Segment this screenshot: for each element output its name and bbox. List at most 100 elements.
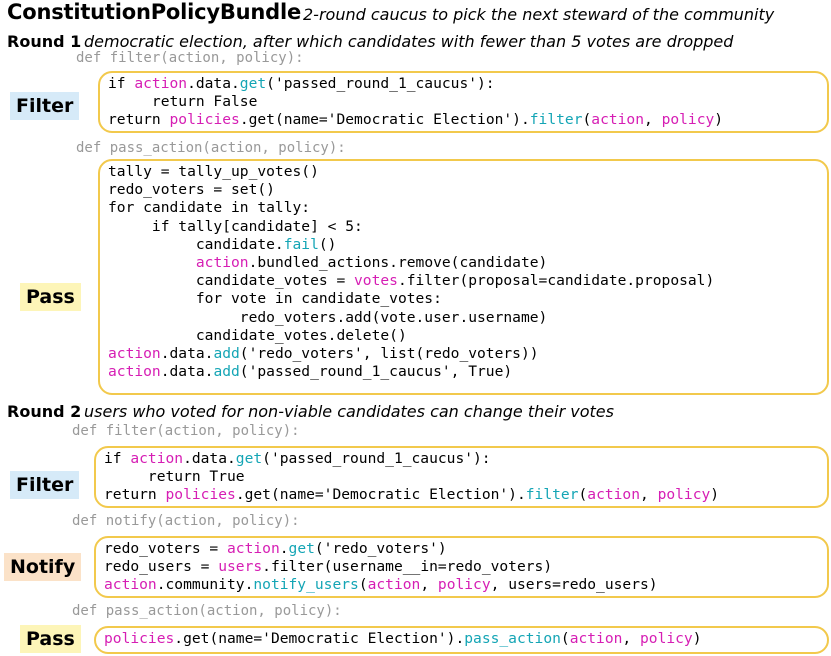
code-token: .get(name='Democratic Election'). xyxy=(235,486,526,504)
code-line: if action.data.get('passed_round_1_caucu… xyxy=(104,450,827,468)
code-token: fail xyxy=(283,235,319,253)
round-2-notify-code: redo_voters = action.get('redo_voters')r… xyxy=(94,536,829,598)
code-token: ('passed_round_1_caucus', True) xyxy=(239,363,513,381)
code-line: return True xyxy=(104,468,827,486)
round-2-notify-tag: Notify xyxy=(4,553,82,581)
code-token: .bundled_actions.remove(candidate) xyxy=(248,253,548,271)
code-token: ) xyxy=(714,111,724,129)
code-token: policies xyxy=(169,111,240,129)
code-token: , xyxy=(644,111,662,129)
code-token: action xyxy=(134,75,188,92)
code-line: return False xyxy=(108,93,827,111)
code-token xyxy=(108,254,196,271)
code-token: add xyxy=(213,363,240,381)
code-token: action xyxy=(587,486,640,504)
code-token: tally = tally_up_votes() xyxy=(108,163,319,180)
code-line: return policies.get(name='Democratic Ele… xyxy=(108,111,827,129)
code-token: policy xyxy=(657,486,711,504)
round-2-notify-def: def notify(action, policy): xyxy=(72,513,300,529)
code-token: ( xyxy=(582,111,592,129)
code-token: policy xyxy=(661,111,715,129)
code-token: action xyxy=(367,576,421,594)
code-line: if action.data.get('passed_round_1_caucu… xyxy=(108,75,827,93)
round-1-pass-code: tally = tally_up_votes()redo_voters = se… xyxy=(98,159,829,395)
code-line: candidate.fail() xyxy=(108,236,827,254)
round-2-filter-def: def filter(action, policy): xyxy=(72,423,300,439)
code-token: .filter(username__in=redo_voters) xyxy=(262,558,553,576)
round-1-filter-tag: Filter xyxy=(10,92,80,120)
code-line: for candidate in tally: xyxy=(108,199,827,217)
round-2-pass-code: policies.get(name='Democratic Election')… xyxy=(94,626,829,654)
code-token: action xyxy=(569,630,623,647)
round-1-pass-tag: Pass xyxy=(20,283,81,311)
code-token: candidate_votes = xyxy=(108,272,355,290)
code-token: redo_users = xyxy=(104,558,219,576)
code-token: notify_users xyxy=(253,576,359,594)
code-token: ( xyxy=(578,486,588,504)
code-token: , xyxy=(640,486,658,504)
code-line: tally = tally_up_votes() xyxy=(108,163,827,181)
code-token: redo_voters = xyxy=(104,540,228,557)
code-token: .data. xyxy=(160,363,214,381)
code-line: redo_voters = action.get('redo_voters') xyxy=(104,540,827,558)
code-token: get xyxy=(239,75,267,92)
code-token: , users=redo_users) xyxy=(490,576,658,594)
code-token: if xyxy=(104,450,131,467)
code-token: if xyxy=(108,75,135,92)
code-line: candidate_votes = votes.filter(proposal=… xyxy=(108,272,827,290)
code-token: return False xyxy=(108,93,258,111)
code-token: redo_voters.add(vote.user.username) xyxy=(108,308,548,326)
code-line: redo_voters = set() xyxy=(108,181,827,199)
code-token: pass_action xyxy=(464,630,561,647)
code-line: action.data.add('redo_voters', list(redo… xyxy=(108,345,827,363)
code-line: return policies.get(name='Democratic Ele… xyxy=(104,486,827,504)
round-1-filter-code: if action.data.get('passed_round_1_caucu… xyxy=(98,71,829,133)
code-token: ('passed_round_1_caucus'): xyxy=(262,450,491,467)
page-subtitle: 2-round caucus to pick the next steward … xyxy=(303,5,775,24)
code-token: .community. xyxy=(156,576,254,594)
code-token: .filter(proposal=candidate.proposal) xyxy=(397,272,715,290)
code-token: get xyxy=(288,540,315,557)
code-token: for vote in candidate_votes: xyxy=(108,290,442,308)
code-line: action.community.notify_users(action, po… xyxy=(104,576,827,594)
code-line: for vote in candidate_votes: xyxy=(108,290,827,308)
code-token: ( xyxy=(358,576,368,594)
code-token: ('redo_voters', list(redo_voters)) xyxy=(239,344,539,362)
round-2-label: Round 2 xyxy=(7,402,82,421)
round-2-description: users who voted for non-viable candidate… xyxy=(84,402,614,421)
code-token: action xyxy=(104,576,157,594)
code-token: ('redo_voters') xyxy=(314,540,447,557)
code-line: candidate_votes.delete() xyxy=(108,327,827,345)
code-line: redo_voters.add(vote.user.username) xyxy=(108,309,827,327)
code-token: filter xyxy=(529,111,583,129)
round-1-filter-def: def filter(action, policy): xyxy=(76,50,304,66)
code-token: , xyxy=(622,630,640,647)
code-token: ( xyxy=(560,630,570,647)
code-token: action xyxy=(591,111,644,129)
round-2-pass-tag: Pass xyxy=(20,625,81,653)
code-token: return xyxy=(104,486,166,504)
code-line: action.bundled_actions.remove(candidate) xyxy=(108,254,827,272)
code-token: if tally[candidate] < 5: xyxy=(108,217,363,235)
code-token: policies xyxy=(165,486,236,504)
code-token: for candidate in tally: xyxy=(108,199,311,217)
code-token: .data. xyxy=(160,344,214,362)
round-2-filter-tag: Filter xyxy=(10,471,80,499)
round-2-pass-def: def pass_action(action, policy): xyxy=(72,603,342,619)
code-token: .data. xyxy=(187,75,240,92)
code-token: get xyxy=(235,450,263,467)
code-token: return True xyxy=(104,468,245,486)
code-token: .data. xyxy=(183,450,236,467)
round-1-pass-def: def pass_action(action, policy): xyxy=(76,140,346,156)
code-token: ) xyxy=(710,486,720,504)
code-token: , xyxy=(420,576,438,594)
page-title: ConstitutionPolicyBundle xyxy=(7,0,302,24)
code-token: filter xyxy=(525,486,579,504)
code-token: policy xyxy=(437,576,491,594)
code-token: .get(name='Democratic Election'). xyxy=(174,630,465,647)
code-token: policy xyxy=(640,630,693,647)
code-token: () xyxy=(318,235,337,253)
code-token: action xyxy=(108,344,161,362)
code-token: redo_voters = set() xyxy=(108,181,275,199)
code-line: policies.get(name='Democratic Election')… xyxy=(104,630,827,648)
